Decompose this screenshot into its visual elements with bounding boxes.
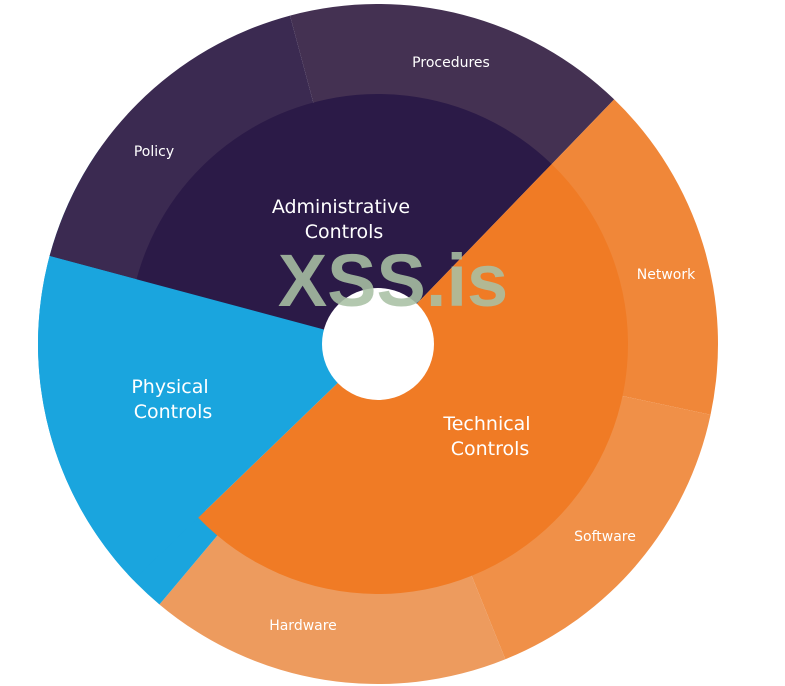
network-segment xyxy=(544,99,719,415)
hardware-segment xyxy=(159,527,506,685)
watermark-text: XSS.is xyxy=(278,239,508,322)
software-label: Software xyxy=(574,529,636,545)
administrative-controls-label: Administrative Controls xyxy=(272,196,416,243)
procedures-segment xyxy=(290,4,615,172)
technical-controls-label: Technical Controls xyxy=(442,413,536,460)
network-label: Network xyxy=(637,267,696,283)
policy-segment xyxy=(49,15,316,282)
center-hole xyxy=(322,288,434,400)
policy-label: Policy xyxy=(134,144,174,160)
physical-segment xyxy=(37,256,339,581)
technical-segment xyxy=(198,164,628,594)
physical-controls-label: Physical Controls xyxy=(131,376,214,423)
software-segment xyxy=(467,393,711,660)
hardware-label: Hardware xyxy=(269,618,337,634)
procedures-label: Procedures xyxy=(412,55,490,71)
inner-ring xyxy=(37,93,628,594)
